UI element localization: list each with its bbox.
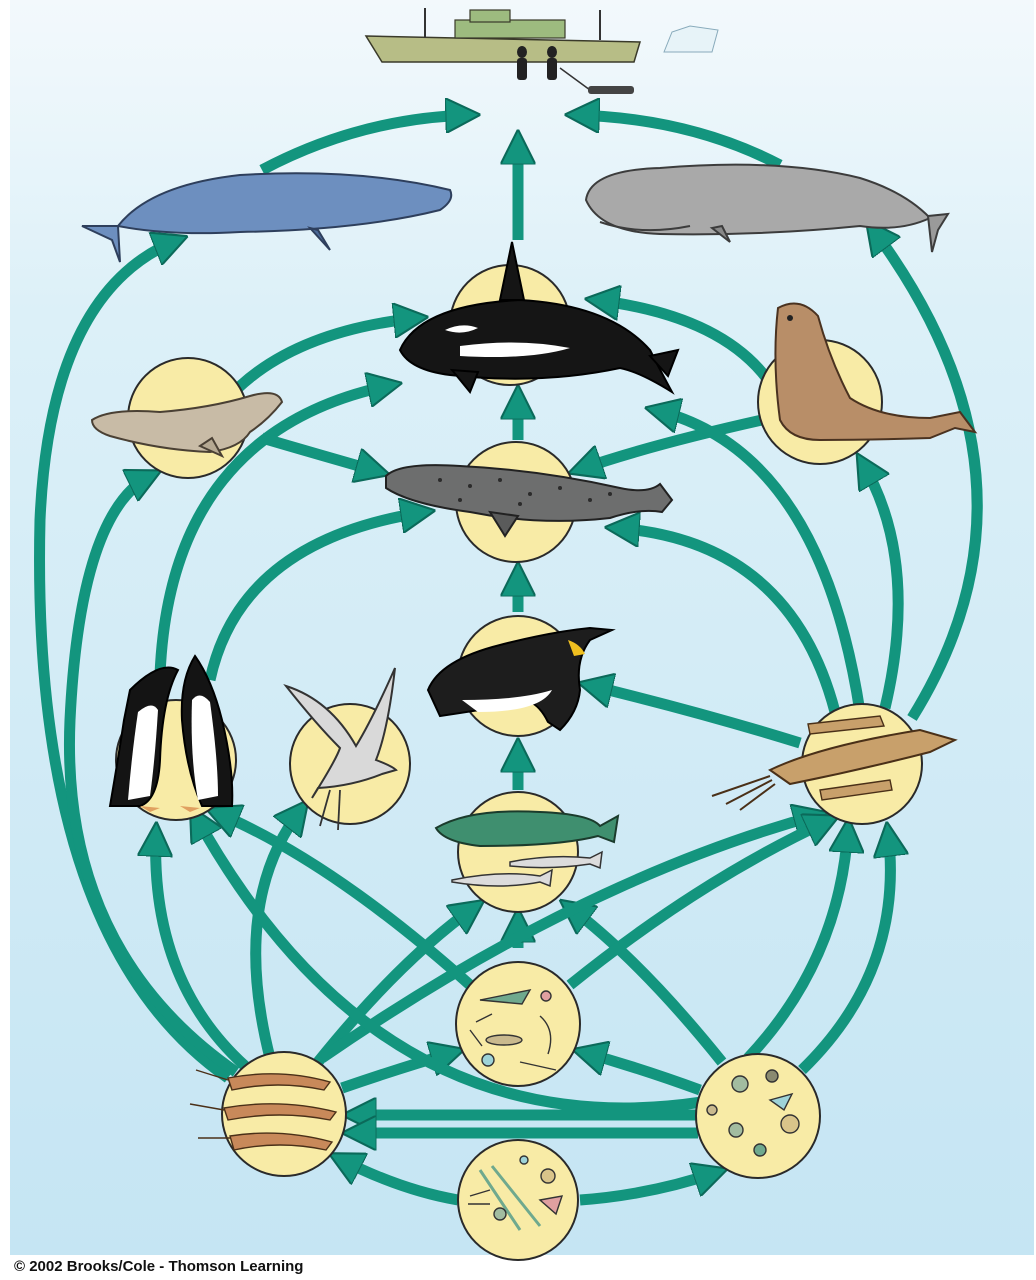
phytoplankton-node: [458, 1140, 578, 1260]
copyright-credit: © 2002 Brooks/Cole - Thomson Learning: [14, 1258, 303, 1275]
herbivorous-zooplankton-node: [696, 1054, 820, 1178]
carnivorous-plankton-node: [456, 962, 580, 1086]
